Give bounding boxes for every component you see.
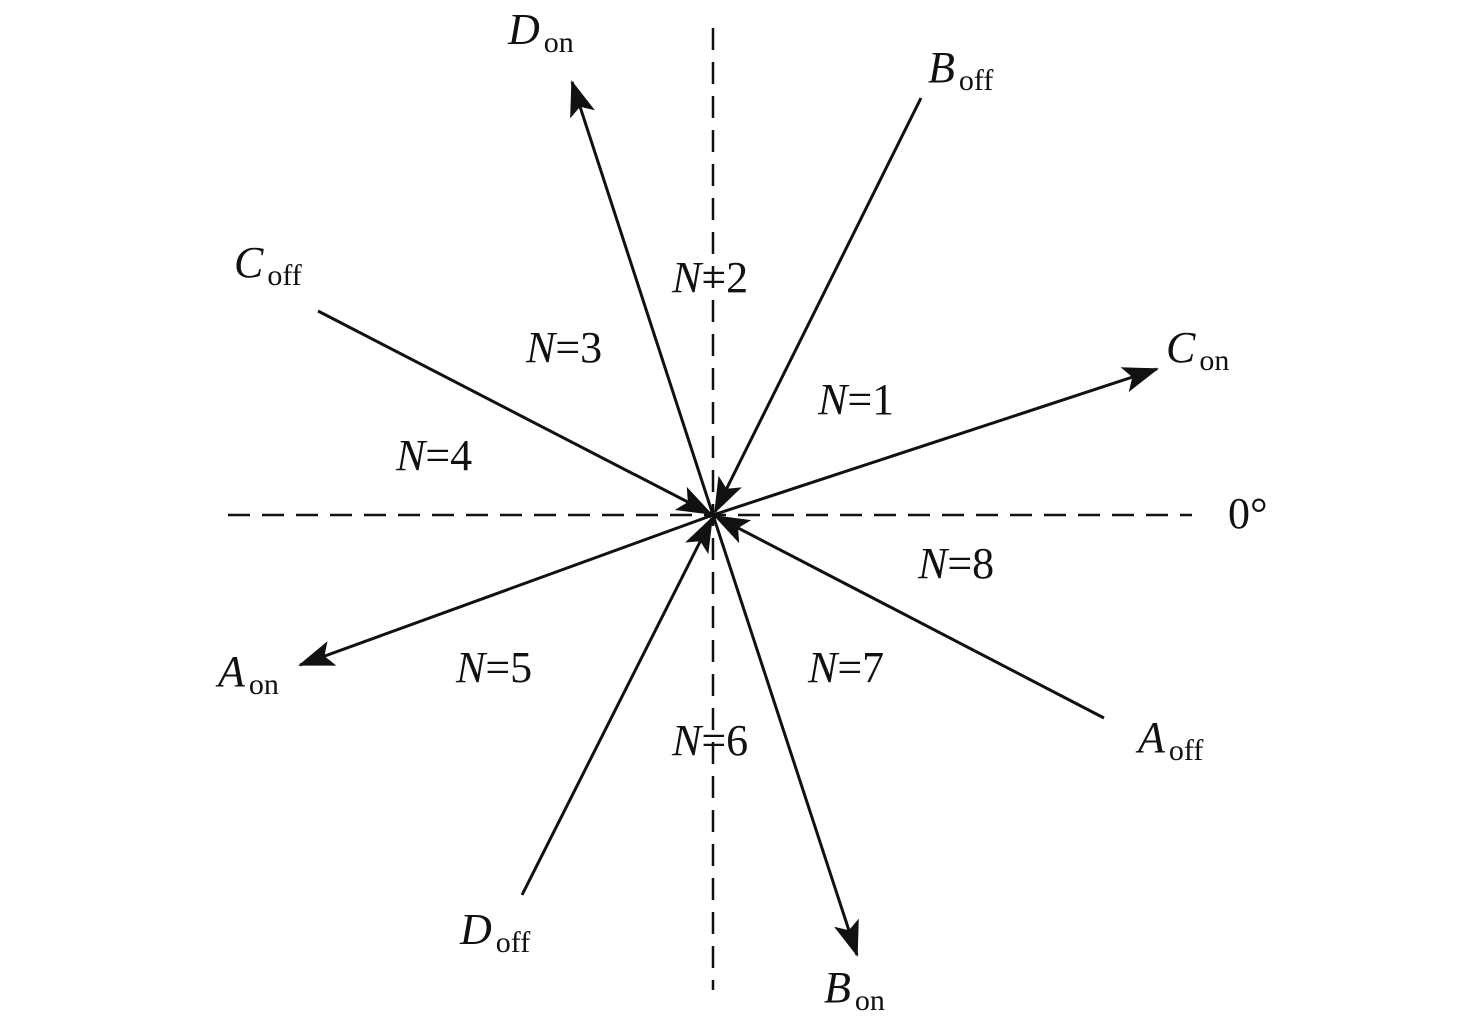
vector-b-off — [713, 97, 923, 514]
sector-label-2: N=2 — [671, 253, 748, 302]
vector-a-off — [713, 514, 1105, 720]
vector-c-on — [712, 367, 1159, 517]
sector-label-7: N=7 — [807, 643, 884, 692]
sector-label-4: N=4 — [395, 431, 472, 480]
sector-label-5: N=5 — [455, 643, 532, 692]
vector-c-off — [317, 309, 713, 516]
vector-d-on — [570, 80, 715, 516]
vector-a-on — [298, 513, 714, 667]
sector-label-8: N=8 — [917, 539, 994, 588]
sector-label-6: N=6 — [671, 716, 748, 765]
sector-labels: N=1 N=2 N=3 N=4 N=5 N=6 N=7 N=8 — [395, 253, 994, 765]
vector-b-on — [711, 514, 859, 957]
sector-label-3: N=3 — [525, 323, 602, 372]
sector-label-1: N=1 — [817, 375, 894, 424]
zero-degree-label: 0° — [1228, 489, 1268, 538]
vector-d-off — [520, 516, 714, 896]
